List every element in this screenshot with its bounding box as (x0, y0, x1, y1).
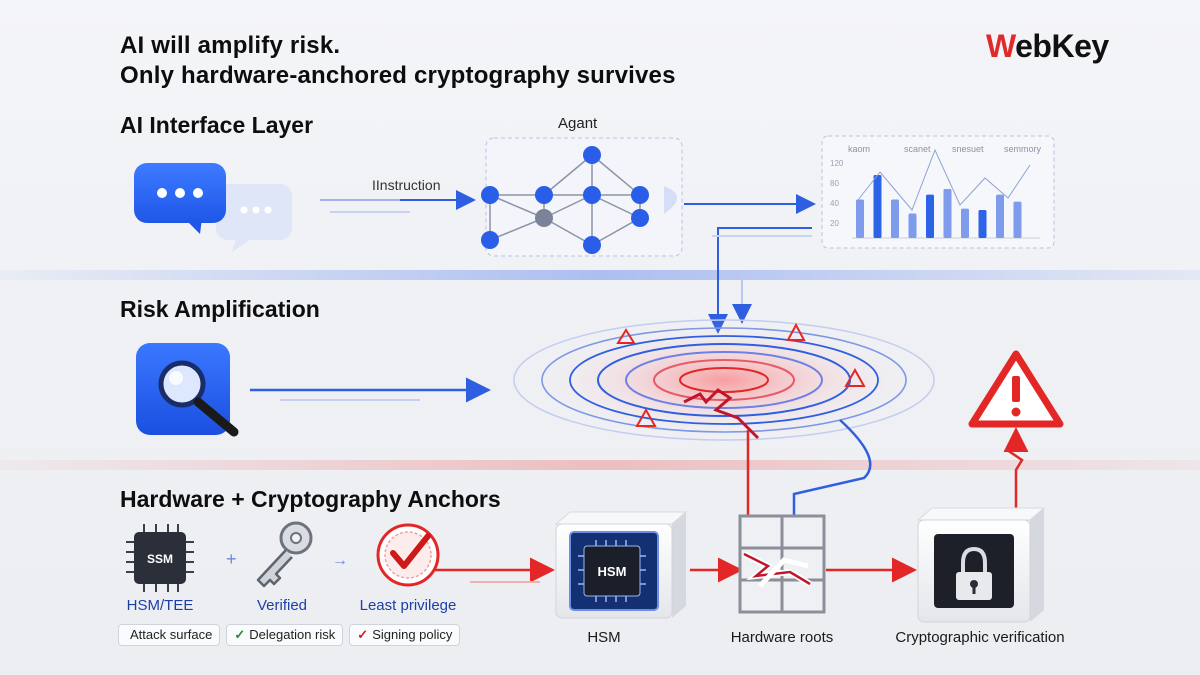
tag-text: Signing policy (372, 627, 453, 642)
tag-signing-policy: ✓ Signing policy (349, 624, 461, 646)
plus-sign: + (226, 549, 237, 569)
tag-text: Delegation risk (249, 627, 336, 642)
risk-ripple (513, 318, 935, 442)
least-privilege-label: Least privilege (360, 597, 457, 614)
dashboard-panel: kaom scanet snesuet semmory 120 80 40 20 (821, 135, 1055, 249)
section-title-ai-interface: AI Interface Layer (120, 112, 314, 138)
agent-label: Agant (558, 115, 598, 132)
panel-header-2: snesuet (952, 144, 984, 154)
blue-connector (792, 419, 872, 518)
logo-mark: W (986, 28, 1016, 64)
crypto-verification-label: Cryptographic verification (895, 629, 1064, 646)
magnifier-icon (136, 343, 239, 437)
blue-divider-band (0, 270, 1200, 280)
panel-axis-tick-3: 20 (830, 219, 839, 228)
headline-line2: Only hardware-anchored cryptography surv… (120, 62, 676, 89)
panel-header-0: kaom (848, 144, 870, 154)
dashboard-bar (873, 175, 882, 238)
logo-text: ebKey (1015, 28, 1109, 64)
panel-header-1: scanet (904, 144, 931, 154)
verified-label: Verified (257, 597, 307, 614)
agent-network-nodes (481, 146, 649, 254)
tag-attack-surface: Attack surface (118, 624, 221, 646)
dashboard-bar (908, 213, 917, 238)
warning-connector (1003, 427, 1029, 508)
fracture-mark (683, 388, 760, 440)
hsm-cube: HSM (554, 511, 688, 619)
chat-bubble-icon (134, 163, 292, 252)
dashboard-bar (856, 199, 864, 238)
hsm-box-text: HSM (598, 564, 627, 579)
dashboard-bar (926, 194, 934, 238)
dashboard-bar (996, 194, 1004, 238)
panel-axis-tick-0: 120 (830, 159, 844, 168)
hardware-roots-grid (738, 514, 826, 614)
hsm-tee-label: HSM/TEE (127, 597, 194, 614)
hsm-label: HSM (587, 629, 620, 646)
hardware-roots-label: Hardware roots (731, 629, 834, 646)
downward-flow-arrow (708, 227, 812, 334)
tag-row: Attack surface ✓ Delegation risk ✓ Signi… (118, 624, 461, 646)
section-title-risk-amplification: Risk Amplification (120, 296, 320, 322)
panel-axis-tick-1: 80 (830, 179, 839, 188)
key-icon (256, 521, 313, 588)
checkmark-seal-icon (376, 523, 440, 587)
dashboard-trend-line (857, 148, 1031, 211)
small-warning-icons (616, 322, 866, 427)
dashboard-bar (961, 208, 969, 238)
warning-icon (968, 350, 1064, 428)
section-title-anchors: Hardware + Cryptography Anchors (120, 486, 501, 512)
chip-text: SSM (147, 552, 173, 566)
instruction-label: IInstruction (372, 177, 440, 193)
arrow-sign: → (332, 552, 348, 569)
padlock-icon (956, 546, 992, 600)
lock-cube (916, 507, 1046, 623)
agent-glow (664, 186, 677, 214)
dashboard-bar (891, 199, 899, 238)
check-icon: ✓ (234, 627, 246, 642)
red-divider-band (0, 460, 1200, 470)
tag-text: Attack surface (130, 627, 213, 642)
headline-line1: AI will amplify risk. (120, 32, 341, 59)
dashboard-bar (1013, 201, 1022, 238)
tag-delegation-risk: ✓ Delegation risk (226, 624, 344, 646)
panel-axis-tick-2: 40 (830, 199, 839, 208)
webkey-logo: WebKey (986, 28, 1109, 65)
panel-header-3: semmory (1004, 144, 1042, 154)
chip-icon: SSM (126, 524, 194, 592)
check-icon: ✓ (357, 627, 369, 642)
dashboard-bar (978, 210, 987, 238)
dashboard-bar (943, 189, 952, 238)
